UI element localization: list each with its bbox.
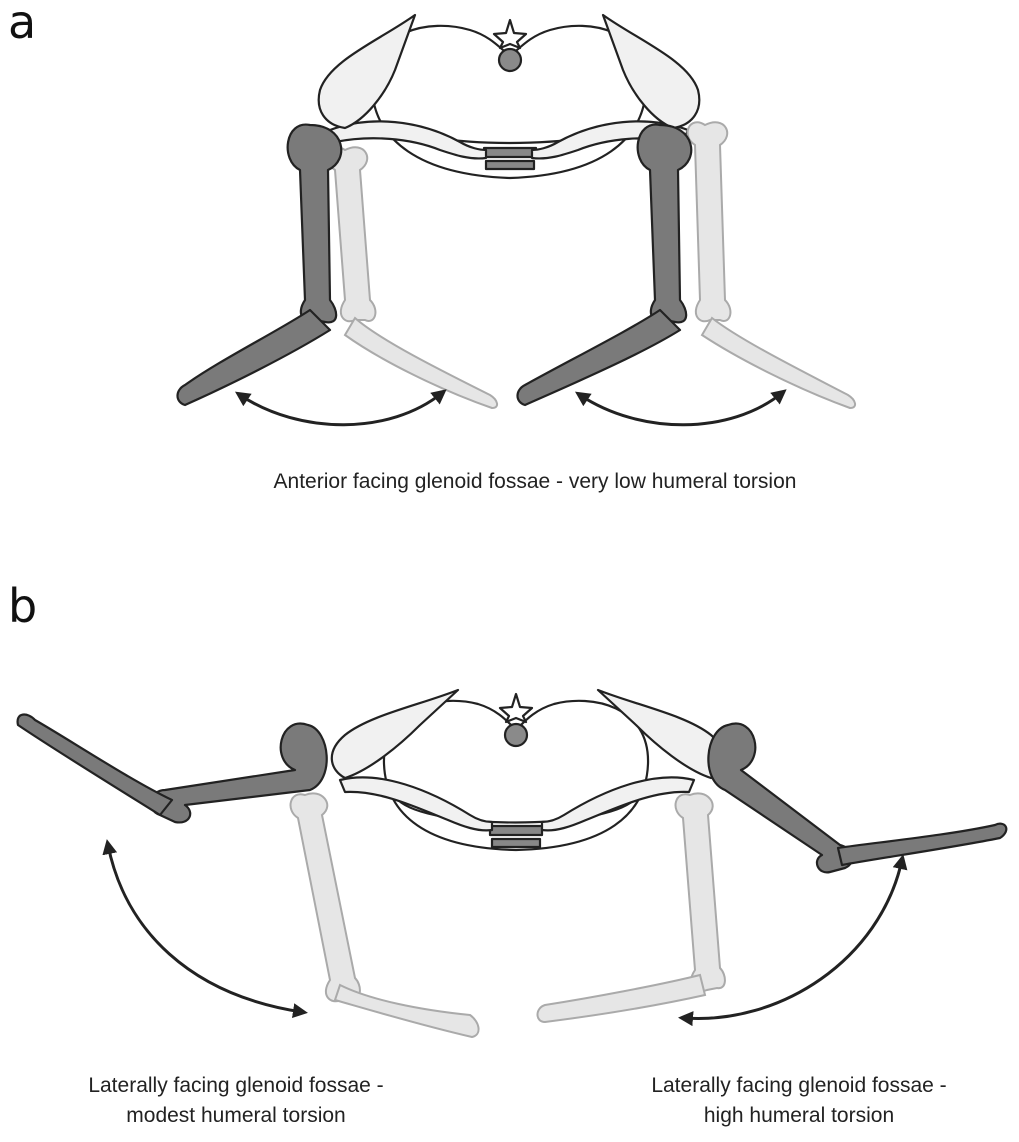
panel-a-vertebra: [499, 49, 521, 71]
panel-a-light-arm-left: [328, 147, 498, 408]
panel-b-caption-left-line2: modest humeral torsion: [126, 1104, 345, 1127]
panel-b-caption-right-line2: high humeral torsion: [704, 1104, 894, 1127]
panel-a-rotation-arrow-right: [580, 393, 782, 425]
panel-b-caption-right-line1: Laterally facing glenoid fossae -: [651, 1074, 946, 1097]
panel-b-rotation-arrow-left: [108, 845, 302, 1012]
panel-a-caption: Anterior facing glenoid fossae - very lo…: [274, 470, 797, 493]
panel-b-letter: b: [8, 579, 37, 633]
panel-b-vertebra: [505, 724, 527, 746]
panel-a-thorax: [372, 20, 646, 178]
panel-a-light-arm-right: [688, 122, 856, 408]
panel-a-letter: a: [8, 0, 36, 49]
panel-a-dark-arm-left: [178, 125, 342, 405]
panel-a-rotation-arrow-left: [240, 393, 442, 425]
panel-b-dark-arm-right: [708, 724, 1006, 873]
panel-b-dark-arm-left: [18, 715, 327, 823]
panel-a: a: [8, 0, 855, 493]
panel-b: b: [8, 579, 1006, 1127]
panel-b-caption-left-line1: Laterally facing glenoid fossae -: [88, 1074, 383, 1097]
